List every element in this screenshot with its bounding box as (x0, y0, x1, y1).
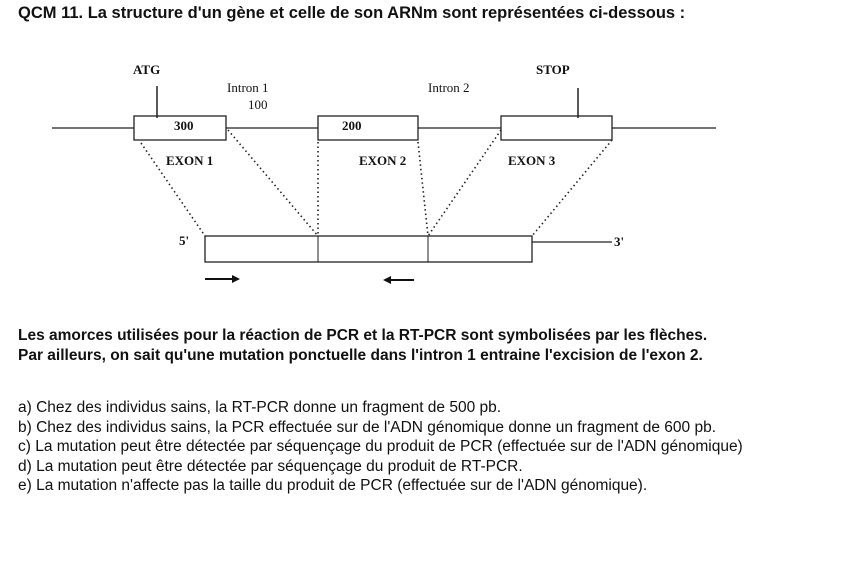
exon2-label: EXON 2 (359, 153, 406, 168)
exon3-box (500, 115, 613, 141)
intron2-label: Intron 2 (428, 80, 470, 95)
option-e[interactable]: e) La mutation n'affecte pas la taille d… (18, 477, 648, 494)
exon2-size: 200 (342, 118, 362, 133)
intron1-size: 100 (248, 97, 268, 112)
intro-line: Par ailleurs, on sait qu'une mutation po… (18, 347, 703, 364)
exon1-box (133, 115, 227, 141)
splice-line (140, 142, 206, 237)
three-prime-label: 3' (614, 234, 624, 249)
option-a[interactable]: a) Chez des individus sains, la RT-PCR d… (18, 399, 502, 416)
exon1-size: 300 (174, 118, 194, 133)
intron1-label: Intron 1 (227, 80, 269, 95)
forward-primer-arrow (205, 275, 240, 283)
mrna-box (204, 235, 533, 263)
exon3-label: EXON 3 (508, 153, 556, 168)
splice-line (227, 129, 319, 237)
gene-mrna-diagram: ATG STOP Intron 1 100 Intron 2 300 200 E… (52, 62, 716, 284)
splice-line (417, 141, 429, 237)
option-b[interactable]: b) Chez des individus sains, la PCR effe… (18, 418, 717, 436)
atg-label: ATG (133, 62, 160, 77)
five-prime-label: 5' (179, 233, 189, 248)
splice-line (531, 139, 613, 237)
answer-options: a) Chez des individus sains, la RT-PCR d… (18, 398, 830, 496)
question-intro: Les amorces utilisées pour la réaction d… (18, 326, 830, 366)
option-c[interactable]: c) La mutation peut être détectée par sé… (18, 438, 743, 455)
question-title: QCM 11. La structure d'un gène et celle … (18, 4, 686, 22)
exon2-box (317, 115, 419, 141)
stop-label: STOP (536, 62, 570, 77)
exon1-label: EXON 1 (166, 153, 213, 168)
option-d[interactable]: d) La mutation peut être détectée par sé… (18, 457, 523, 475)
intro-line: Les amorces utilisées pour la réaction d… (18, 327, 708, 344)
reverse-primer-arrow (383, 276, 414, 284)
splice-line (427, 129, 502, 237)
